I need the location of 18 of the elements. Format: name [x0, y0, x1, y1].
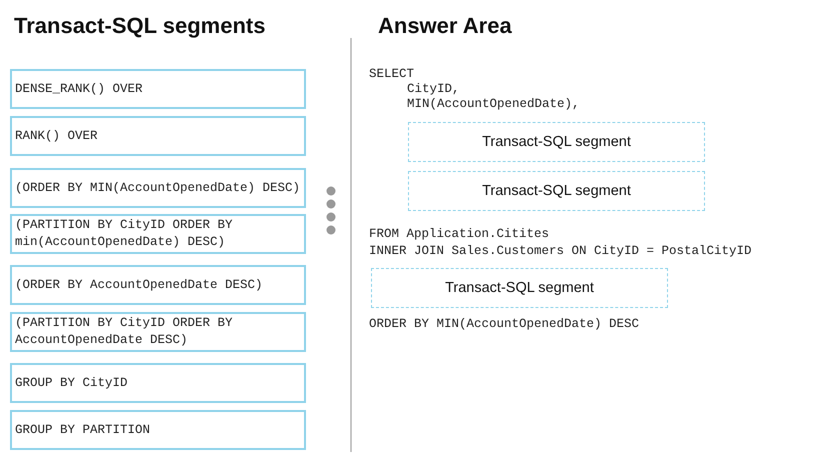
- section-heading: Answer Area: [378, 13, 512, 39]
- answer-option-tile: RANK() OVER: [10, 116, 306, 156]
- answer-option-tile: (PARTITION BY CityID ORDER BY min(AccountOpenedDate) DESC): [10, 214, 306, 254]
- answer-option-tile: DENSE_RANK() OVER: [10, 69, 306, 109]
- drop-target-box: Transact-SQL segment: [371, 268, 668, 308]
- code-line: SELECT: [369, 67, 414, 81]
- code-line: INNER JOIN Sales.Customers ON CityID = PostalCityID: [369, 244, 752, 258]
- code-line: MIN(AccountOpenedDate),: [407, 97, 580, 111]
- answer-option-tile: (ORDER BY MIN(AccountOpenedDate) DESC): [10, 168, 306, 208]
- section-heading: Transact-SQL segments: [14, 13, 266, 39]
- answer-option-tile: (PARTITION BY CityID ORDER BY AccountOpenedDate DESC): [10, 312, 306, 352]
- answer-option-tile: (ORDER BY AccountOpenedDate DESC): [10, 265, 306, 305]
- answer-option-tile: GROUP BY PARTITION: [10, 410, 306, 450]
- drop-target-box: Transact-SQL segment: [408, 122, 705, 162]
- answer-option-tile: GROUP BY CityID: [10, 363, 306, 403]
- drop-target-box: Transact-SQL segment: [408, 171, 705, 211]
- code-line: CityID,: [407, 82, 460, 96]
- code-line: FROM Application.Citites: [369, 227, 550, 241]
